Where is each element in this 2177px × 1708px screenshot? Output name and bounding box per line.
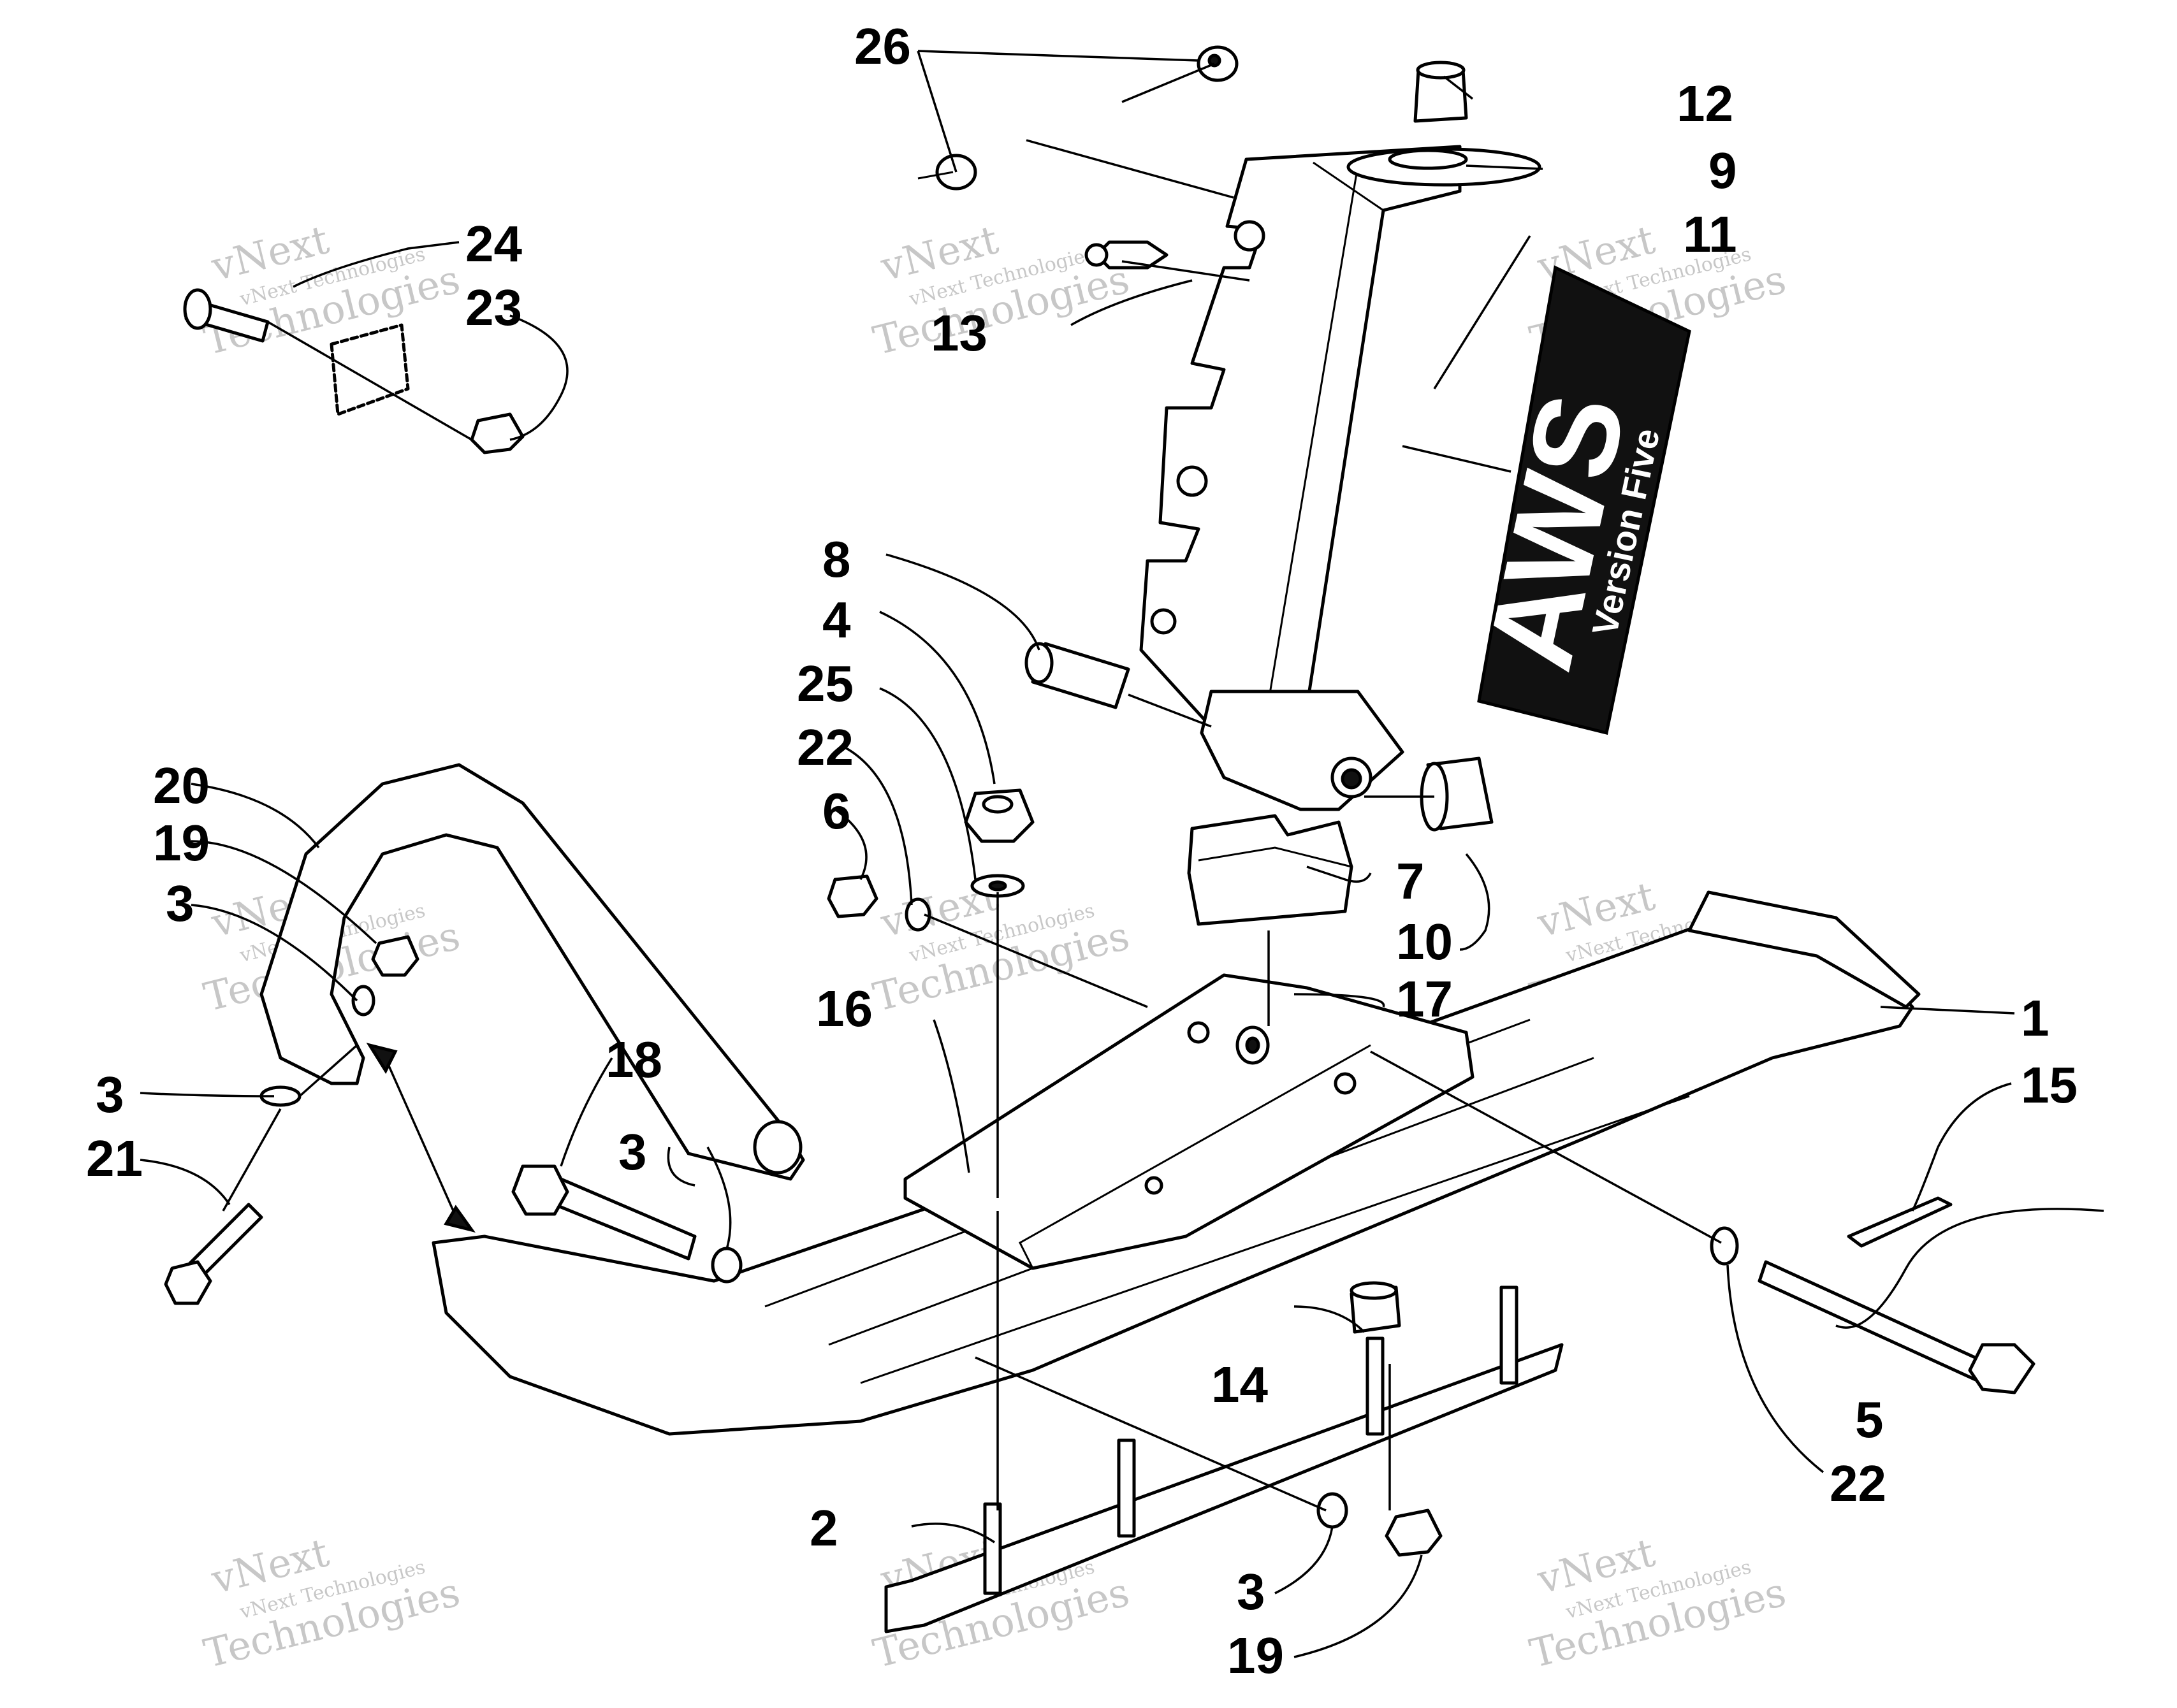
callout-label: 19 [153,814,210,871]
callout-label: 22 [1830,1455,1886,1512]
callout-label: 13 [931,305,987,361]
grease-fitting-13 [1084,240,1169,270]
leader-lines [140,50,2104,1658]
callout-label: 2 [810,1500,838,1556]
callout-label: 7 [1396,853,1425,909]
nut-19-handle [371,935,419,977]
watermark-bottom-right: vNext vNext Technologies Technologies [1525,1529,1791,1677]
callout-label: 24 [465,215,522,272]
washer-22-left [905,897,931,932]
watermark-top-left: vNext vNext Technologies Technologies [200,216,465,364]
nut-23 [470,412,525,454]
callout-label: 3 [1237,1563,1265,1620]
callout-label: 15 [2021,1057,2078,1113]
wear-rod [884,1285,1564,1633]
callout-label: 12 [1677,75,1733,132]
clamp-bracket [330,323,410,416]
callout-label: 5 [1855,1391,1884,1448]
nut-6 [827,874,878,918]
cap-12 [1413,61,1468,123]
callout-label: 22 [797,719,854,776]
callout-label: 3 [96,1066,124,1123]
nut-26-bottom [917,154,977,191]
nut-4 [964,788,1035,843]
ski-handle [259,763,805,1181]
bolt-24 [183,288,270,343]
spacer-14 [1350,1281,1401,1334]
spacer-8 [1024,642,1130,709]
washer-17 [1235,1025,1270,1065]
callout-label: 1 [2021,990,2050,1046]
watermark-top-center: vNext vNext Technologies Technologies [869,216,1134,364]
callout-label: 19 [1227,1627,1284,1684]
washer-3-ski [711,1247,743,1284]
callout-label: 23 [465,279,522,336]
callout-label: 14 [1211,1356,1268,1413]
callout-label: 9 [1708,142,1737,199]
callout-label: 11 [1683,206,1737,263]
callout-label: 17 [1396,971,1453,1027]
washer-3-bottom [1316,1492,1348,1529]
callout-label: 26 [854,18,911,75]
bushing-10 [1420,756,1494,832]
callout-label: 25 [797,655,854,712]
cotter-pin-15 [1847,1196,1953,1248]
callout-label: 20 [153,757,210,814]
callout-label: 4 [822,591,851,648]
bolt-18 [511,1164,697,1261]
washer-3-handle [351,985,375,1017]
washer-22-right [1710,1226,1739,1266]
bolt-21 [164,1203,263,1305]
callout-label: 3 [618,1124,647,1180]
aws-decal: AWS Version Five [1462,265,1691,735]
watermark-bottom-left: vNext vNext Technologies Technologies [200,1529,465,1677]
nut-19-bottom [1385,1509,1443,1557]
spindle-housing [1139,145,1541,811]
block-7 [1187,814,1353,926]
ski-saddle [903,973,1474,1270]
watermark-mid-center: vNext vNext Technologies Technologies [869,872,1134,1020]
callout-label: 3 [166,875,194,932]
callout-label: 16 [816,980,873,1037]
nut-26-top [1197,45,1239,82]
assembly-arrow [366,1043,476,1233]
callout-label: 21 [86,1130,143,1187]
callout-label: 8 [822,531,851,588]
callout-label: 10 [1396,913,1453,970]
bolt-5 [1758,1260,2035,1394]
callout-label: 18 [606,1031,662,1088]
callout-labels: 26 12 9 11 13 24 23 8 4 25 22 6 7 10 17 … [86,18,2078,1684]
callout-label: 6 [822,783,851,839]
